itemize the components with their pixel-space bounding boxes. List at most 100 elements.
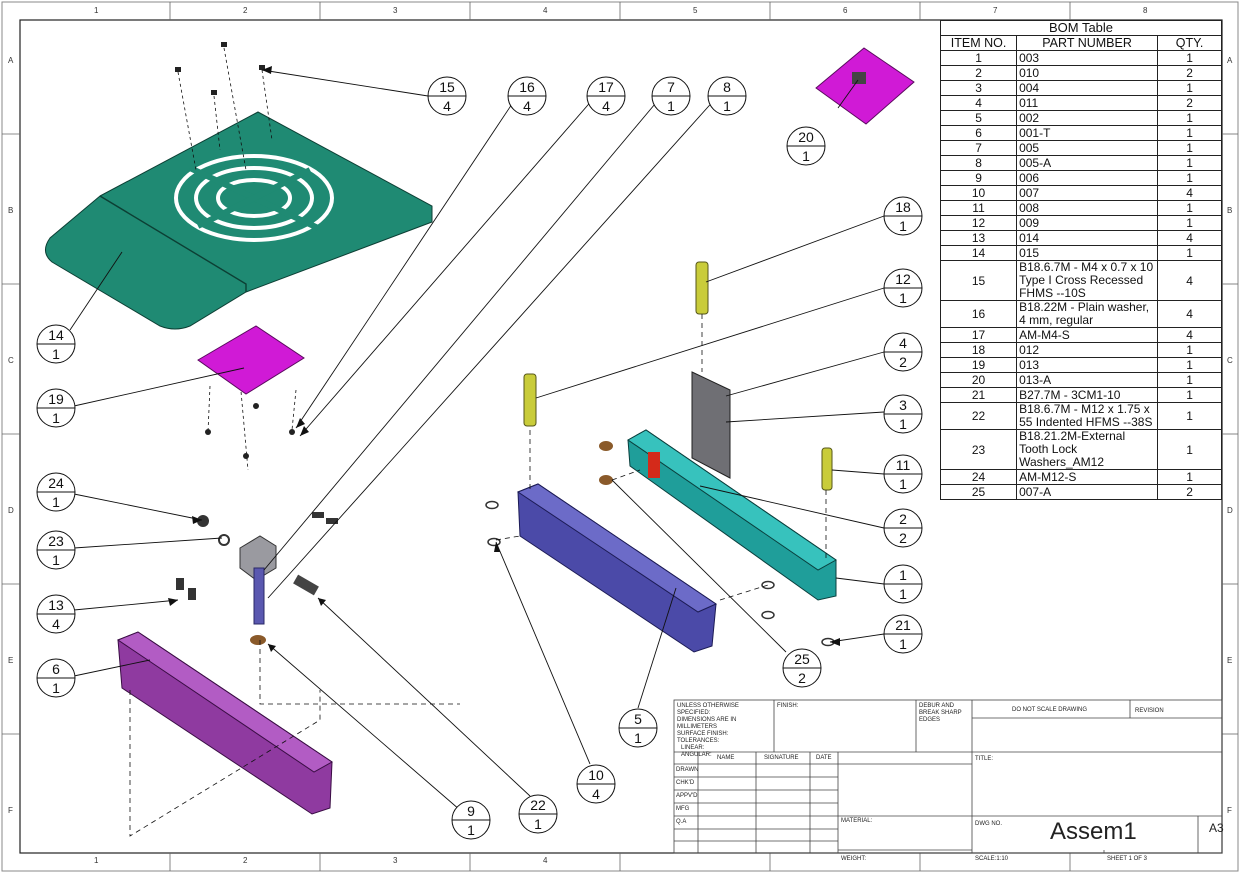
balloon-quantity: 1	[52, 680, 60, 696]
balloon-quantity: 4	[523, 98, 531, 114]
balloon-quantity: 1	[899, 586, 907, 602]
do-not-scale-note: DO NOT SCALE DRAWING	[1012, 707, 1088, 713]
balloon-item-number: 18	[895, 199, 911, 215]
balloon-item-number: 5	[634, 711, 642, 727]
weight-label: WEIGHT:	[841, 856, 866, 862]
balloon: 31	[883, 394, 923, 434]
bom-item-no: 21	[939, 387, 1018, 403]
balloon-quantity: 4	[52, 616, 60, 632]
col-label: 3	[393, 856, 398, 865]
note-line: ANGULAR:	[681, 752, 712, 758]
bom-qty: 1	[1157, 402, 1222, 430]
col-label: 2	[243, 6, 248, 15]
bom-qty: 1	[1157, 80, 1222, 96]
balloon-item-number: 21	[895, 617, 911, 633]
col-label: 4	[543, 6, 548, 15]
scale-label: SCALE:1:10	[975, 856, 1009, 862]
balloon-quantity: 1	[899, 636, 907, 652]
sheet-size: A3	[1209, 821, 1224, 835]
bom-part-number: B18.21.2M-External Tooth Lock Washers_AM…	[1016, 429, 1159, 470]
swivel-block-part	[176, 512, 338, 645]
balloon-item-number: 22	[530, 797, 546, 813]
balloon-quantity: 2	[798, 670, 806, 686]
col-label: 2	[243, 856, 248, 865]
col-name: NAME	[717, 755, 735, 761]
balloon: 71	[651, 76, 691, 116]
row-appvd: APPV'D	[676, 793, 698, 799]
balloon-quantity: 1	[467, 822, 475, 838]
note-line: TOLERANCES:	[677, 738, 720, 744]
bom-qty: 4	[1157, 260, 1222, 301]
balloon-item-number: 6	[52, 661, 60, 677]
note-line: SURFACE FINISH:	[677, 731, 729, 737]
balloon-item-number: 4	[899, 335, 907, 351]
row-label: E	[8, 656, 14, 665]
balloon-item-number: 17	[598, 79, 614, 95]
dwg-no-label: DWG NO.	[975, 821, 1002, 827]
bom-part-number: AM-M12-S	[1016, 469, 1159, 485]
balloon: 201	[786, 126, 826, 166]
revision-label: REVISION	[1135, 708, 1164, 714]
bom-part-number: 006	[1016, 170, 1159, 186]
purple-rail-part	[116, 631, 333, 815]
balloon-callouts: 1541641747181201181121423111122112112525…	[36, 76, 923, 840]
bom-qty: 1	[1157, 125, 1222, 141]
bom-part-number: 008	[1016, 200, 1159, 216]
bom-item-no: 14	[939, 245, 1018, 261]
bom-title: BOM Table	[940, 20, 1222, 36]
bom-part-number: 007-A	[1016, 484, 1159, 500]
bom-header-item: ITEM NO.	[939, 35, 1018, 51]
top-plate-part	[45, 111, 433, 330]
bom-qty: 1	[1157, 200, 1222, 216]
pin-12-part	[523, 373, 537, 427]
bom-item-no: 10	[939, 185, 1018, 201]
bom-item-no: 20	[939, 372, 1018, 388]
mount-plate-20-part	[815, 47, 915, 125]
note-line: EDGES	[919, 717, 941, 723]
mount-plate-part	[197, 325, 305, 395]
col-label: 6	[843, 6, 848, 15]
balloon-quantity: 1	[899, 218, 907, 234]
bom-item-no: 9	[939, 170, 1018, 186]
balloon: 252	[782, 648, 822, 688]
bom-item-no: 1	[939, 50, 1018, 66]
bom-item-no: 7	[939, 140, 1018, 156]
bom-header-part: PART NUMBER	[1016, 35, 1159, 51]
bom-item-no: 17	[939, 327, 1018, 343]
balloon: 164	[507, 76, 547, 116]
row-label: F	[8, 806, 13, 815]
bom-item-no: 25	[939, 484, 1018, 500]
balloon-quantity: 1	[899, 290, 907, 306]
row-drawn: DRAWN	[676, 767, 699, 773]
bom-qty: 1	[1157, 155, 1222, 171]
balloon-item-number: 16	[519, 79, 535, 95]
bom-qty: 1	[1157, 170, 1222, 186]
bom-qty: 2	[1157, 95, 1222, 111]
row-label: D	[8, 506, 14, 515]
bom-part-number: B18.22M - Plain washer, 4 mm, regular	[1016, 300, 1159, 328]
balloon-item-number: 19	[48, 391, 64, 407]
balloon-quantity: 1	[52, 410, 60, 426]
bom-item-no: 23	[939, 429, 1018, 470]
title-label: TITLE:	[975, 756, 994, 762]
balloon: 181	[883, 196, 923, 236]
balloon: 91	[451, 800, 491, 840]
balloon: 141	[36, 324, 76, 364]
balloon: 104	[576, 764, 616, 804]
balloon-item-number: 1	[899, 567, 907, 583]
bom-item-no: 12	[939, 215, 1018, 231]
